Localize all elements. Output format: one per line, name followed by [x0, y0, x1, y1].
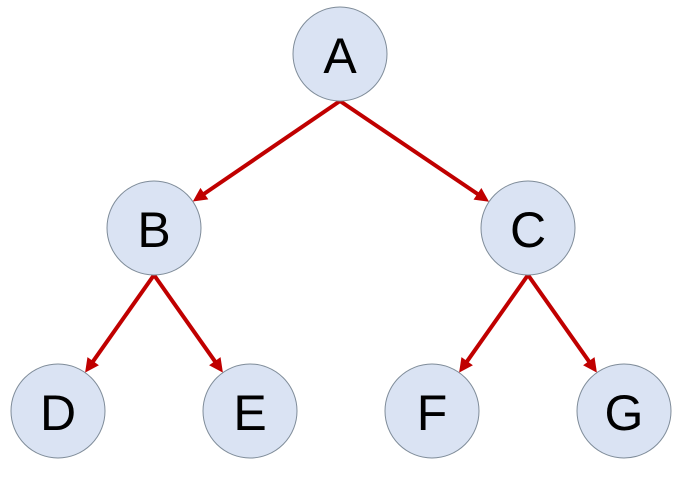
nodes: A B C D E F G: [10, 6, 672, 459]
edge-line: [464, 273, 530, 364]
edge-c-g: [526, 273, 597, 373]
node-circle: [576, 363, 672, 459]
node-label: E: [233, 385, 266, 441]
node-label: G: [605, 385, 644, 441]
node-g: G: [576, 363, 672, 459]
edge-a-c: [338, 99, 490, 202]
node-circle: [10, 363, 106, 459]
node-d: D: [10, 363, 106, 459]
node-circle: [292, 6, 388, 102]
edge-line: [90, 273, 156, 364]
node-label: C: [510, 202, 546, 258]
edge-line: [526, 273, 592, 364]
edge-line: [201, 99, 342, 197]
node-a: A: [292, 6, 388, 102]
edge-line: [338, 99, 481, 197]
arrowhead-icon: [85, 357, 99, 373]
node-label: A: [323, 28, 357, 84]
arrowhead-icon: [459, 357, 473, 373]
node-label: F: [417, 385, 448, 441]
node-circle: [480, 180, 576, 276]
arrowhead-icon: [192, 187, 209, 202]
arrowhead-icon: [209, 357, 223, 373]
edges: [85, 99, 597, 373]
edge-a-b: [192, 99, 342, 202]
arrowhead-icon: [583, 357, 597, 373]
node-e: E: [202, 363, 298, 459]
edge-line: [152, 273, 218, 364]
node-circle: [384, 363, 480, 459]
node-label: D: [40, 385, 76, 441]
edge-b-e: [152, 273, 223, 373]
node-circle: [106, 180, 202, 276]
arrowhead-icon: [473, 188, 490, 202]
edge-c-f: [459, 273, 530, 373]
node-c: C: [480, 180, 576, 276]
edge-b-d: [85, 273, 156, 373]
node-circle: [202, 363, 298, 459]
node-f: F: [384, 363, 480, 459]
node-label: B: [137, 202, 170, 258]
node-b: B: [106, 180, 202, 276]
